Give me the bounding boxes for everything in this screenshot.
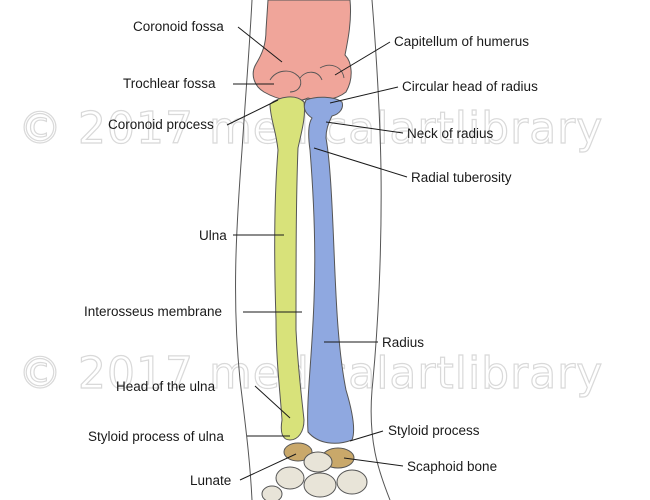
carpal-bone-4 [275,466,305,490]
label-interosseus: Interosseus membrane [84,304,222,319]
leader-scaphoid [343,457,404,467]
carpal-bone-6 [336,469,368,495]
carpal-bones [261,442,368,500]
label-scaphoid: Scaphoid bone [407,459,497,474]
leader-coronoid-fossa [237,26,283,63]
carpal-bone-3 [303,451,333,473]
leader-radial-tuberosity [313,147,408,178]
label-head-ulna: Head of the ulna [116,379,216,394]
label-coronoid-fossa: Coronoid fossa [133,19,224,34]
label-styloid-radius: Styloid process [388,423,480,438]
carpal-bone-5 [303,472,337,498]
label-radial-tuberosity: Radial tuberosity [411,170,512,185]
ulna-bone [269,96,305,441]
radius-bone [303,96,355,444]
arm-outline-left [235,0,253,500]
leader-head-ulna [254,385,291,419]
label-radius: Radius [382,335,424,350]
capitellum-detail [319,64,345,79]
leader-lines [226,26,408,481]
leader-coronoid-process [226,99,279,126]
carpal-bone-7 [261,485,283,500]
label-styloid-ulna: Styloid process of ulna [88,429,224,444]
leader-lunate [239,453,297,481]
labels: Coronoid fossa Capitellum of humerus Tro… [84,19,538,488]
label-ulna: Ulna [199,228,227,243]
arm-outline-right [370,0,391,500]
humerus-bone [252,0,352,102]
leader-styloid-radius [349,430,384,442]
label-lunate: Lunate [190,473,231,488]
leader-neck-radius [325,121,404,134]
label-trochlear-fossa: Trochlear fossa [123,76,216,91]
leader-circular-head [329,86,399,104]
label-neck-radius: Neck of radius [407,126,494,141]
label-circular-head: Circular head of radius [402,79,538,94]
label-coronoid-process: Coronoid process [108,117,214,132]
leader-capitellum [334,41,391,76]
label-capitellum: Capitellum of humerus [394,34,529,49]
humerus-trochlea-detail [269,70,323,93]
